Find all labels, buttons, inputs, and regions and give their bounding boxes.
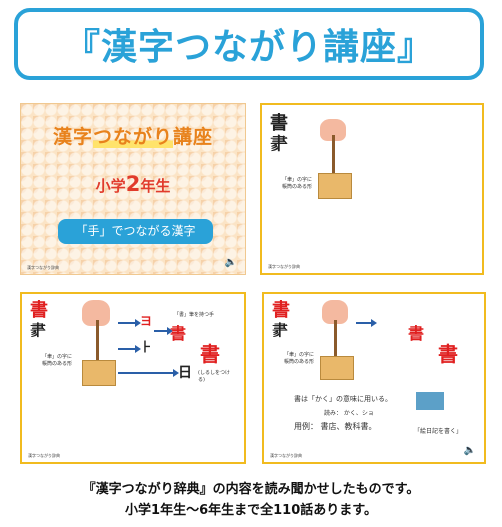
speaker-icon[interactable]: 🔈 [224,257,237,268]
book-illustration [416,392,444,410]
box-illustration [82,360,116,386]
cover-title: 漢字つながり講座 [21,122,245,149]
caption-line-1: 『漢字つながり辞典』の内容を読み聞かせしたものです。 [82,482,420,497]
cover-title-part1: 漢字 [52,126,93,148]
explanation-line-2: 読み： かく、ショ [324,410,374,417]
cover-subtitle-num: 2 [125,172,141,196]
kanji-main: 書 [272,300,290,321]
note-2: (しるしをつける) [198,370,230,383]
arrow [154,327,173,335]
title-banner: 『漢字つながり講座』 [14,8,484,80]
char-4: 書 [200,342,220,366]
kanji-main: 書 [30,300,48,321]
cover-subtitle-post: 年生 [140,177,171,195]
box-illustration [320,356,354,380]
explanation-line-1: 書は「かく」の意味に用いる。 [294,395,392,403]
cover-title-highlight: つながり [92,126,173,148]
char-5: 日 [178,365,192,381]
box-illustration [318,173,352,199]
slide-credit: 漢字つながり辞典 [270,453,302,458]
slide-3[interactable]: 書 𦘔 「聿」の字に 帳筒のある形 ヨ ⺊ 書 「書」筆を持つ手 書 日 (しる… [20,292,246,464]
kanji-ancient-glyph: 𦘔 [270,134,288,155]
cover-subtitle-pre: 小学 [95,177,126,195]
caption-line-2: 小学1年生～6年生まで全110話あります。 [125,503,377,518]
brush-illustration [334,320,337,360]
box-caption: 「絵日記を書く」 [414,428,463,435]
kanji-ancient-glyph: 𦘔 [272,321,289,340]
slide-cover[interactable]: 漢字つながり講座 小学2年生 「手」でつながる漢字 漢字つながり辞典 🔈 [20,103,246,275]
kanji-derived-large: 書 [438,342,458,366]
char-1: ヨ [140,314,153,328]
page-title: 『漢字つながり講座』 [63,27,434,68]
arrow [118,369,179,377]
slide-4[interactable]: 書 𦘔 「聿」の字に 帳筒のある形 書 書 書は「かく」の意味に用いる。 読み：… [262,292,486,464]
arrow [118,345,141,353]
glyph-label: 「聿」の字に 帳筒のある形 [282,177,313,190]
slide-credit: 漢字つながり辞典 [28,453,60,458]
brush-illustration [96,320,99,364]
note-1: 「書」筆を持つ手 [174,312,215,318]
cover-title-part2: 講座 [173,126,214,148]
slide-credit: 漢字つながり辞典 [268,264,300,269]
char-2: ⺊ [140,340,153,354]
speaker-icon[interactable]: 🔈 [463,445,476,456]
arrow [118,319,141,327]
glyph-label: 「聿」の字に 帳筒のある形 [42,354,73,367]
char-3: 書 [170,324,187,343]
brush-illustration [332,135,335,175]
slide-credit: 漢字つながり辞典 [27,265,59,270]
kanji-ancient-glyph: 𦘔 [30,321,47,340]
hand-illustration [320,119,346,141]
slide-2[interactable]: 書 𦘔 「聿」の字に 帳筒のある形 漢字つながり辞典 [260,103,484,275]
cover-subtitle: 小学2年生 [21,172,245,196]
glyph-label: 「聿」の字に 帳筒のある形 [284,352,315,365]
arrow [356,319,377,327]
topic-button[interactable]: 「手」でつながる漢字 [58,219,213,244]
kanji-derived: 書 [408,324,425,343]
kanji-main: 書 [270,113,288,134]
explanation-line-3: 用例： 書店、教科書。 [294,422,377,431]
